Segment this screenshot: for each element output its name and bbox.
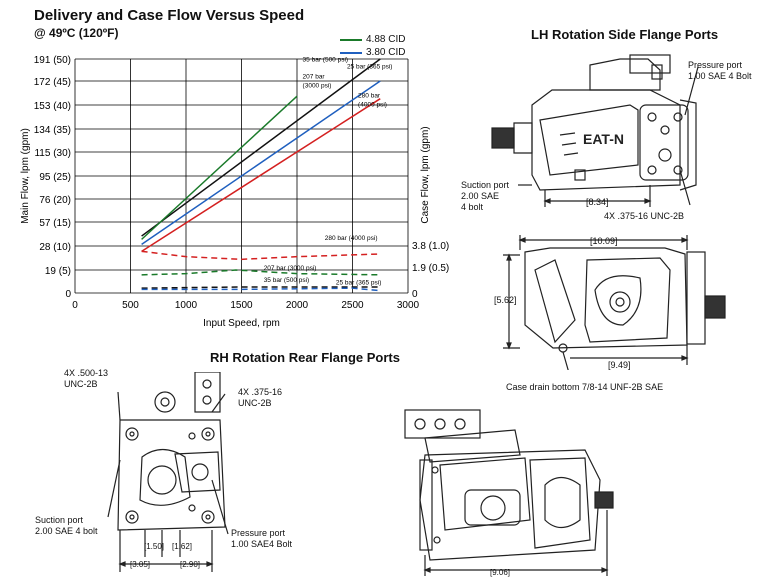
- y-tick-label: 95 (25): [39, 172, 71, 183]
- y-axis-label: Main Flow, lpm (gpm): [20, 128, 31, 224]
- series-line: [141, 250, 381, 261]
- series-line: [141, 58, 381, 237]
- chart-annotation: 35 bar (500 psi): [303, 56, 349, 63]
- rh-dim-305: [3.05]: [130, 560, 151, 569]
- rh-bolts-375-thread: UNC-2B: [238, 398, 272, 408]
- series-line: [141, 287, 381, 292]
- lh-dim-834: [8.34]: [586, 197, 609, 207]
- chart-annotation: 25 bar (365 psi): [336, 280, 382, 287]
- y-tick-label: 0: [65, 289, 71, 300]
- lh-suction-port-bolts: 4 bolt: [461, 202, 484, 212]
- y2-axis-label: Case Flow, lpm (gpm): [420, 126, 431, 223]
- chart-annotation: 280 bar (4000 psi): [325, 235, 378, 242]
- x-tick-label: 0: [72, 300, 78, 311]
- chart-legend: 4.88 CID 3.80 CID: [340, 33, 420, 59]
- series-line: [141, 95, 298, 240]
- x-axis-label: Input Speed, rpm: [203, 318, 280, 329]
- x-tick-label: 3000: [397, 300, 420, 311]
- y-tick-label: 134 (35): [34, 125, 71, 136]
- rh-dim-290: [2.90]: [180, 560, 201, 569]
- y2-tick-label: 0: [412, 289, 418, 300]
- y-tick-label: 28 (10): [39, 242, 71, 253]
- x-tick-label: 2000: [286, 300, 309, 311]
- rh-dim-150: [1.50]: [144, 542, 165, 551]
- chart-annotation: (3000 psi): [303, 82, 332, 89]
- isometric-view-drawing: [404, 409, 614, 576]
- page-subtitle: @ 49ºC (120ºF): [34, 26, 119, 40]
- lh-dim-1009: [10.09]: [590, 236, 618, 246]
- y2-tick-label: 3.8 (1.0): [412, 241, 449, 252]
- lh-dim-562: [5.62]: [494, 295, 517, 305]
- lh-side-view-drawing: EAT-N: [491, 54, 699, 207]
- legend-item: 4.88 CID: [340, 33, 420, 46]
- y-tick-label: 153 (40): [34, 101, 71, 112]
- chart-annotation: 35 bar (500 psi): [264, 277, 310, 284]
- y-tick-label: 19 (5): [45, 266, 71, 277]
- y-tick-label: 191 (50): [34, 55, 71, 66]
- lh-case-drain-label: Case drain bottom 7/8-14 UNF-2B SAE: [506, 382, 664, 392]
- legend-swatch: [340, 39, 362, 41]
- y-tick-label: 115 (30): [34, 148, 71, 159]
- legend-swatch: [340, 52, 362, 54]
- y2-tick-label: 1.9 (0.5): [412, 263, 449, 274]
- x-tick-label: 1000: [175, 300, 198, 311]
- lh-suction-port-label: Suction port: [461, 180, 510, 190]
- rh-bolts-500-label: 4X .500-13: [64, 368, 109, 378]
- chart-annotation: (4000 psi): [358, 101, 387, 108]
- lh-pressure-port-size: 1.00 SAE 4 Bolt: [688, 71, 752, 81]
- lh-pressure-port-label: Pressure port: [688, 60, 743, 70]
- rh-bolts-375-label: 4X .375-16: [238, 387, 283, 397]
- legend-label: 3.80 CID: [366, 47, 406, 58]
- series-line: [141, 80, 381, 245]
- x-tick-label: 1500: [230, 300, 253, 311]
- series-line: [141, 98, 381, 252]
- chart-annotation: 280 bar: [358, 92, 381, 99]
- x-tick-label: 500: [122, 300, 139, 311]
- chart-annotation: 207 bar (3000 psi): [264, 265, 317, 272]
- rh-pressure-port-size: 1.00 SAE4 Bolt: [231, 539, 293, 549]
- lh-dim-949: [9.49]: [608, 360, 631, 370]
- rh-bolts-500-thread: UNC-2B: [64, 379, 98, 389]
- rh-suction-port-label: Suction port: [35, 515, 84, 525]
- y-tick-label: 76 (20): [39, 195, 71, 206]
- chart-annotation: 25 bar (365 psi): [347, 63, 393, 70]
- rh-dim-162: [1.62]: [172, 542, 193, 551]
- lh-suction-port-size: 2.00 SAE: [461, 191, 500, 201]
- rh-suction-port-size: 2.00 SAE 4 bolt: [35, 526, 98, 536]
- y-tick-label: 57 (15): [39, 218, 71, 229]
- eaton-logo-text: EAT-N: [583, 131, 624, 147]
- lh-top-view-drawing: [503, 235, 726, 370]
- legend-item: 3.80 CID: [340, 46, 420, 59]
- lh-bolts-label: 4X .375-16 UNC-2B: [604, 211, 685, 221]
- lh-title: LH Rotation Side Flange Ports: [531, 27, 719, 42]
- legend-label: 4.88 CID: [366, 34, 406, 45]
- iso-dim-906: [9.06]: [490, 568, 511, 577]
- y-tick-label: 172 (45): [34, 77, 71, 88]
- rh-pressure-port-label: Pressure port: [231, 528, 286, 538]
- chart-annotation: 207 bar: [303, 74, 326, 81]
- page-title: Delivery and Case Flow Versus Speed: [34, 7, 305, 24]
- x-tick-label: 2500: [341, 300, 364, 311]
- series-line: [141, 269, 381, 276]
- rh-rear-view-drawing: [107, 372, 229, 572]
- rh-title: RH Rotation Rear Flange Ports: [210, 350, 400, 365]
